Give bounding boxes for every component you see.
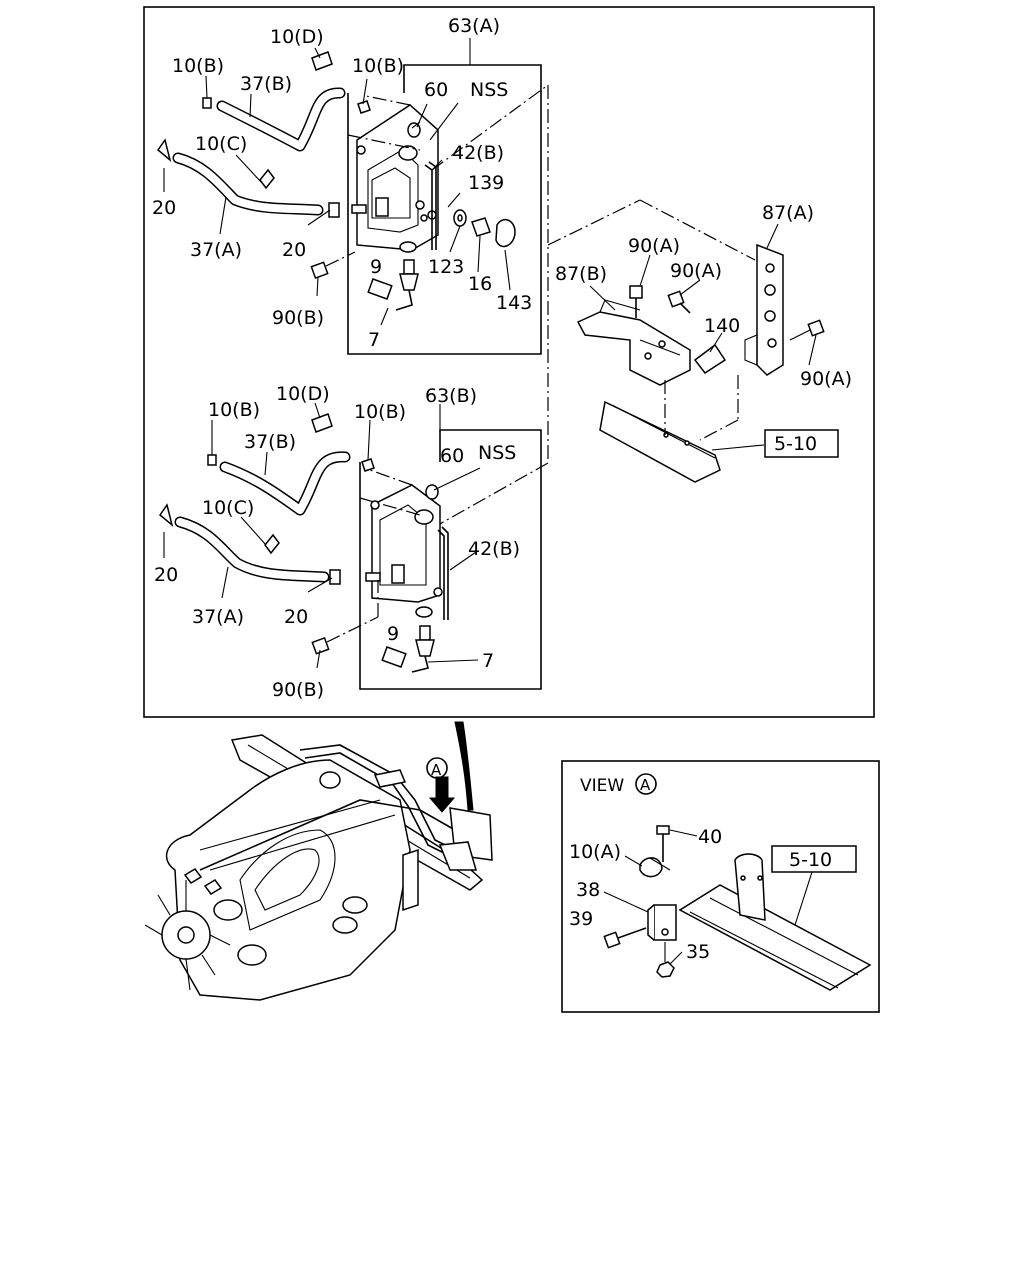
label-20-lower-left: 20 [154, 564, 178, 586]
label-38: 38 [576, 879, 600, 901]
label-nss-lower: NSS [478, 442, 516, 464]
label-37b-lower: 37(B) [244, 431, 296, 453]
label-90b-lower: 90(B) [272, 679, 324, 701]
label-10b-upper-left: 10(B) [172, 55, 224, 77]
label-42b-upper: 42(B) [452, 142, 504, 164]
label-9-lower: 9 [387, 623, 399, 645]
label-42b-lower: 42(B) [468, 538, 520, 560]
label-139: 139 [468, 172, 504, 194]
engine-illustration [144, 721, 493, 1001]
label-87b: 87(B) [555, 263, 607, 285]
label-10d-lower: 10(D) [276, 383, 330, 405]
label-37a-lower: 37(A) [192, 606, 244, 628]
label-143: 143 [496, 292, 532, 314]
ref-box-5-10-upper [764, 429, 839, 458]
engine-callout-a: A [431, 761, 442, 779]
label-60-upper: 60 [424, 79, 448, 101]
label-20-upper-left: 20 [152, 197, 176, 219]
label-140: 140 [704, 315, 740, 337]
label-20-upper-right: 20 [282, 239, 306, 261]
label-10d-upper: 10(D) [270, 26, 324, 48]
label-90a-left: 90(A) [628, 235, 680, 257]
label-40: 40 [698, 826, 722, 848]
upper-assembly [156, 38, 549, 526]
label-9-upper: 9 [370, 256, 382, 278]
top-frame [143, 6, 875, 718]
view-a-title: VIEW [580, 776, 624, 796]
label-37a-upper: 37(A) [190, 239, 242, 261]
label-90b-upper: 90(B) [272, 307, 324, 329]
view-a-circle-letter: A [640, 776, 651, 794]
label-nss-upper: NSS [470, 79, 508, 101]
ref-5-10-upper: 5-10 [774, 433, 817, 455]
label-10a: 10(A) [569, 841, 621, 863]
label-10b-lower-left: 10(B) [208, 399, 260, 421]
label-90a-right: 90(A) [800, 368, 852, 390]
ref-5-10-view-a: 5-10 [789, 849, 832, 871]
label-35: 35 [686, 941, 710, 963]
label-10c-lower: 10(C) [202, 497, 254, 519]
view-a-detail [603, 773, 872, 991]
label-20-lower-right: 20 [284, 606, 308, 628]
label-10b-upper-right: 10(B) [352, 55, 404, 77]
bracket-group [547, 199, 825, 483]
label-39: 39 [569, 908, 593, 930]
label-16: 16 [468, 273, 492, 295]
label-123: 123 [428, 256, 464, 278]
label-10c-upper: 10(C) [195, 133, 247, 155]
label-87a: 87(A) [762, 202, 814, 224]
label-7-lower: 7 [482, 650, 494, 672]
lower-assembly [158, 402, 542, 690]
label-7-upper: 7 [368, 329, 380, 351]
label-10b-lower-right: 10(B) [354, 401, 406, 423]
label-60-lower: 60 [440, 445, 464, 467]
label-63a: 63(A) [448, 15, 500, 37]
label-90a-mid: 90(A) [670, 260, 722, 282]
view-a-frame [561, 760, 880, 1013]
label-37b-upper: 37(B) [240, 73, 292, 95]
label-63b: 63(B) [425, 385, 477, 407]
